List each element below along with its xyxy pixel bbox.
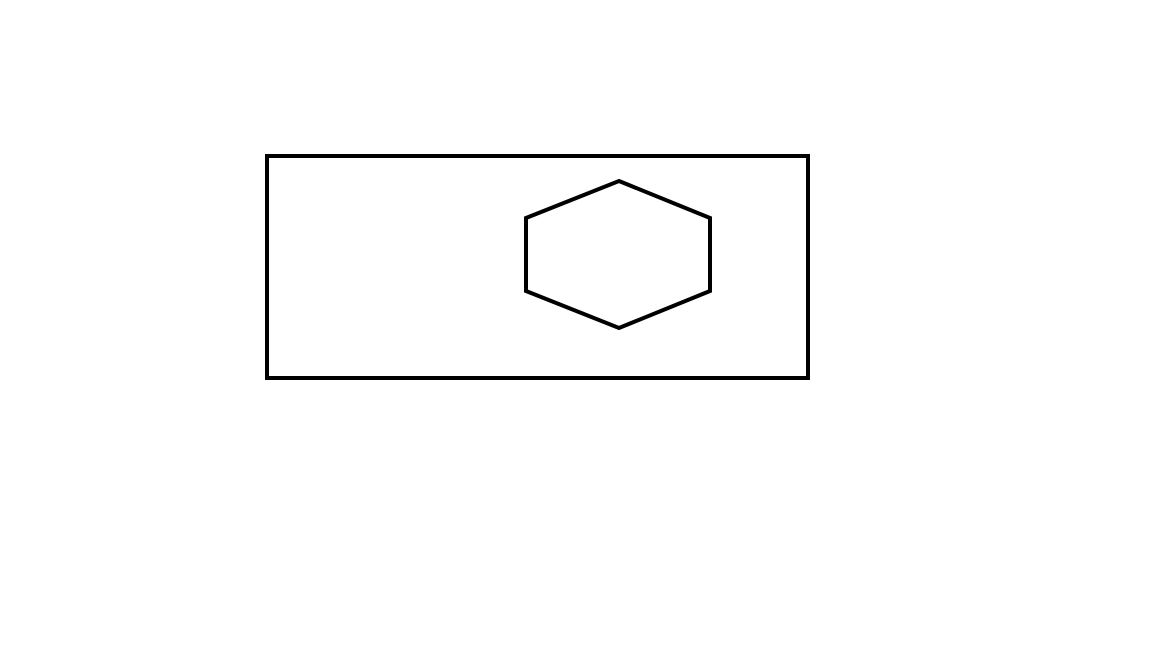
rectangle-shape (265, 154, 810, 380)
hexagon-shape (524, 178, 712, 331)
